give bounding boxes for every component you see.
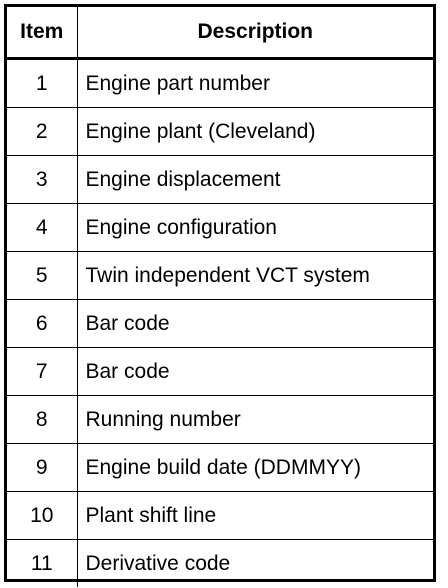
item-number: 7 <box>7 347 78 396</box>
header-item: Item <box>7 7 78 60</box>
header-description: Description <box>76 7 433 60</box>
item-description: Engine configuration <box>76 203 433 252</box>
item-description: Engine displacement <box>76 155 433 204</box>
item-description: Bar code <box>76 347 433 396</box>
item-description: Bar code <box>76 299 433 348</box>
table-row: 10 Plant shift line <box>7 491 433 540</box>
item-number: 11 <box>7 539 78 587</box>
item-description: Twin independent VCT system <box>76 251 433 300</box>
item-number: 4 <box>7 203 78 252</box>
item-number: 9 <box>7 443 78 492</box>
table-row: 4 Engine configuration <box>7 203 433 252</box>
table-row: 8 Running number <box>7 395 433 444</box>
table-row: 5 Twin independent VCT system <box>7 251 433 300</box>
item-description: Engine plant (Cleveland) <box>76 107 433 156</box>
item-description: Engine part number <box>76 58 433 108</box>
item-description: Running number <box>76 395 433 444</box>
item-number: 2 <box>7 107 78 156</box>
table-row: 1 Engine part number <box>7 58 433 108</box>
table-row: 11 Derivative code <box>7 539 433 587</box>
item-table: Item Description 1 Engine part number 2 … <box>7 7 433 587</box>
item-number: 6 <box>7 299 78 348</box>
item-number: 1 <box>7 58 78 108</box>
item-number: 3 <box>7 155 78 204</box>
item-description: Derivative code <box>76 539 433 587</box>
item-description: Engine build date (DDMMYY) <box>76 443 433 492</box>
item-number: 8 <box>7 395 78 444</box>
table-row: 2 Engine plant (Cleveland) <box>7 107 433 156</box>
table-header-row: Item Description <box>7 7 433 60</box>
item-description-table: Item Description 1 Engine part number 2 … <box>4 4 436 587</box>
table-row: 9 Engine build date (DDMMYY) <box>7 443 433 492</box>
item-number: 10 <box>7 491 78 540</box>
item-description: Plant shift line <box>76 491 433 540</box>
table-row: 6 Bar code <box>7 299 433 348</box>
table-row: 7 Bar code <box>7 347 433 396</box>
table-row: 3 Engine displacement <box>7 155 433 204</box>
item-number: 5 <box>7 251 78 300</box>
